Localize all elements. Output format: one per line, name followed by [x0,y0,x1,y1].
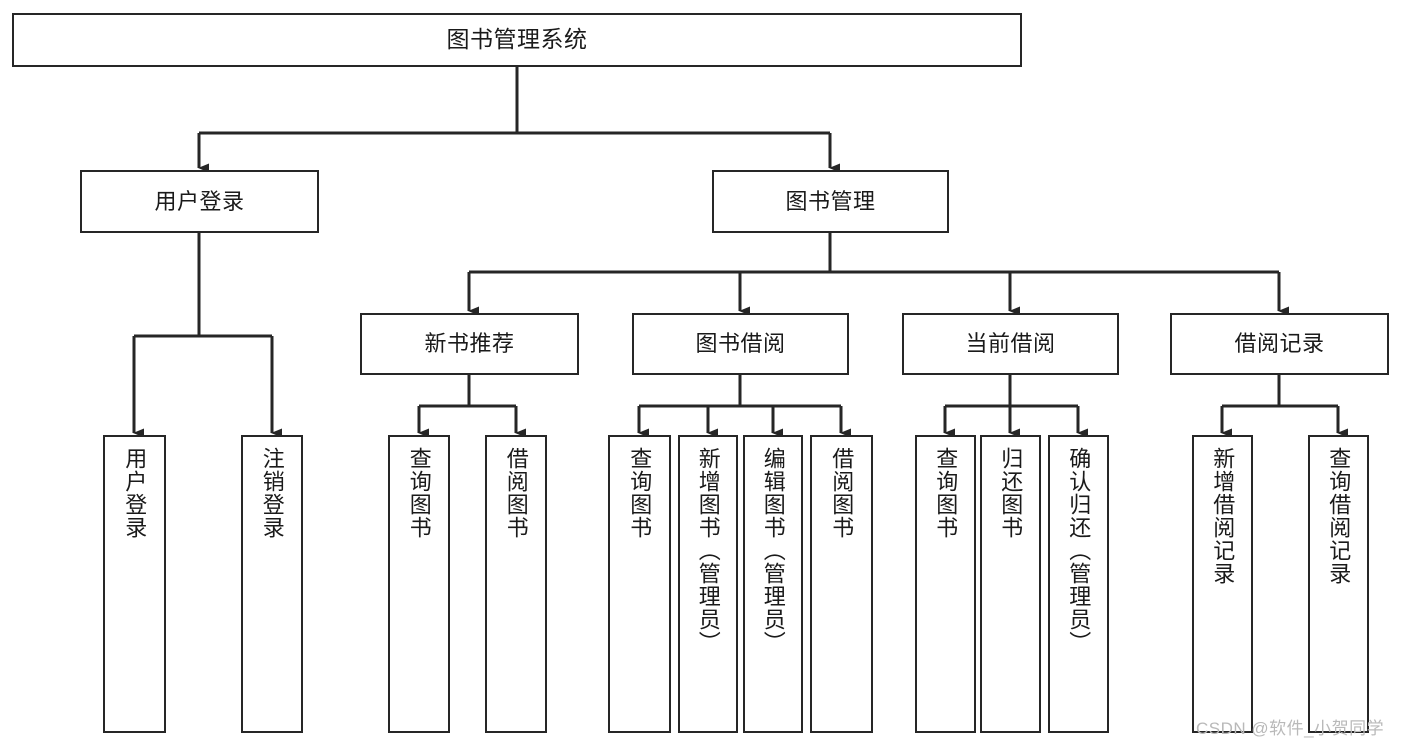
node-current-borrow-label: 当前借阅 [965,331,1056,357]
node-leaf-borrow-book-2[interactable]: 借阅图书 [810,435,873,733]
watermark: CSDN @软件_小贺同学 [1196,719,1385,738]
node-leaf-logout-login-label: 注销登录 [259,447,285,539]
node-leaf-add-book-admin-label: 新增图书（管理员） [695,447,721,654]
edge-group [132,67,1348,438]
node-current-borrow[interactable]: 当前借阅 [902,313,1119,375]
node-leaf-add-book-admin[interactable]: 新增图书（管理员） [678,435,738,733]
node-leaf-query-borrow-record-label: 查询借阅记录 [1326,447,1352,585]
node-leaf-edit-book-admin-label: 编辑图书（管理员） [760,447,786,654]
node-user-login-label: 用户登录 [154,188,245,214]
node-leaf-edit-book-admin[interactable]: 编辑图书（管理员） [743,435,803,733]
node-leaf-logout-login[interactable]: 注销登录 [241,435,303,733]
node-leaf-return-book[interactable]: 归还图书 [980,435,1041,733]
node-book-manage-label: 图书管理 [785,188,876,214]
node-leaf-borrow-book-1[interactable]: 借阅图书 [485,435,547,733]
node-leaf-return-book-label: 归还图书 [998,447,1024,539]
node-leaf-query-book-2-label: 查询图书 [627,447,653,539]
node-borrow-record[interactable]: 借阅记录 [1170,313,1389,375]
node-leaf-query-book-3[interactable]: 查询图书 [915,435,976,733]
node-new-book-recommend-label: 新书推荐 [424,331,515,357]
node-book-borrow-label: 图书借阅 [695,331,786,357]
node-leaf-query-book-3-label: 查询图书 [933,447,959,539]
node-leaf-borrow-book-2-label: 借阅图书 [829,447,855,539]
node-borrow-record-label: 借阅记录 [1234,331,1325,357]
node-leaf-user-login[interactable]: 用户登录 [103,435,166,733]
node-new-book-recommend[interactable]: 新书推荐 [360,313,579,375]
node-leaf-query-book-2[interactable]: 查询图书 [608,435,671,733]
node-leaf-confirm-return-admin-label: 确认归还（管理员） [1066,447,1092,654]
node-leaf-confirm-return-admin[interactable]: 确认归还（管理员） [1048,435,1109,733]
node-leaf-query-borrow-record[interactable]: 查询借阅记录 [1308,435,1369,733]
node-root[interactable]: 图书管理系统 [12,13,1022,67]
node-leaf-user-login-label: 用户登录 [122,447,148,539]
node-user-login[interactable]: 用户登录 [80,170,319,233]
node-leaf-add-borrow-record[interactable]: 新增借阅记录 [1192,435,1253,733]
node-root-label: 图书管理系统 [446,26,588,53]
node-book-borrow[interactable]: 图书借阅 [632,313,849,375]
node-leaf-query-book-1[interactable]: 查询图书 [388,435,450,733]
node-leaf-query-book-1-label: 查询图书 [406,447,432,539]
node-book-manage[interactable]: 图书管理 [712,170,949,233]
node-leaf-borrow-book-1-label: 借阅图书 [503,447,529,539]
node-leaf-add-borrow-record-label: 新增借阅记录 [1210,447,1236,585]
